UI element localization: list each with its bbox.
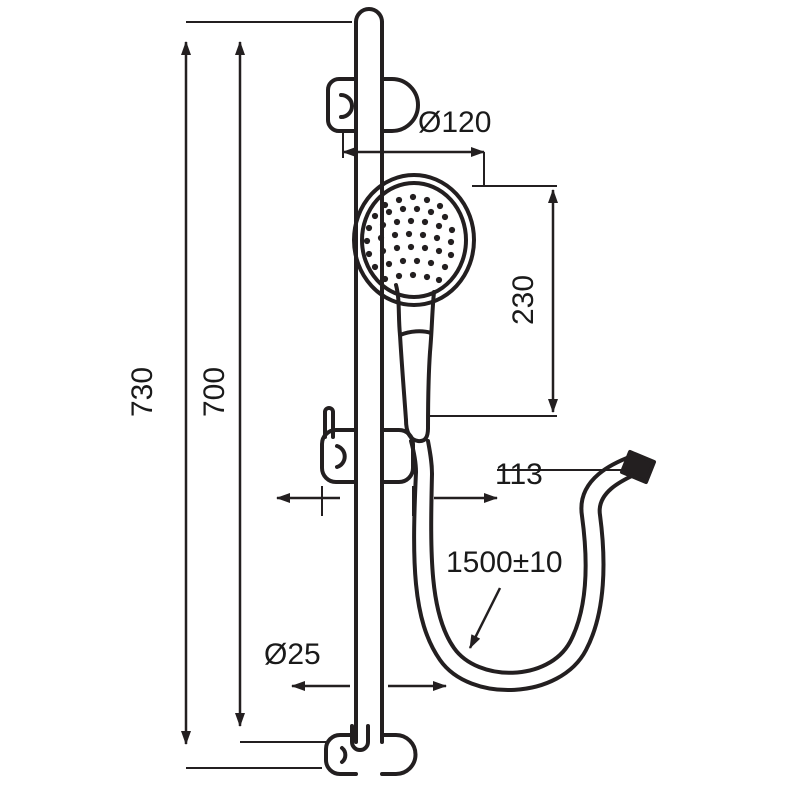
lower-rail-bracket [324, 724, 418, 776]
dimension-label-1500: 1500±10 [446, 546, 563, 579]
hose-connector-nut [620, 450, 656, 484]
dimension-lines [181, 21, 628, 769]
dimension-label-d120: Ø120 [418, 106, 491, 139]
leader-line-hose-length [468, 587, 502, 649]
hose-outlet [409, 439, 434, 476]
flexible-shower-hose [412, 454, 642, 693]
shower-rail [354, 7, 384, 744]
upper-rail-bracket [326, 77, 420, 133]
dimension-label-730: 730 [126, 367, 159, 417]
shower-head-nozzles [363, 193, 456, 284]
dimension-label-700: 700 [198, 367, 231, 417]
dimension-label-113: 113 [495, 458, 543, 491]
dimension-labels: 730 700 Ø120 230 113 1500±10 Ø25 [126, 106, 563, 671]
dimension-label-d25: Ø25 [264, 638, 321, 671]
shower-head [352, 173, 476, 307]
shower-handset-handle [394, 283, 436, 444]
product-geometry [320, 7, 656, 776]
dimension-label-230: 230 [507, 275, 540, 325]
